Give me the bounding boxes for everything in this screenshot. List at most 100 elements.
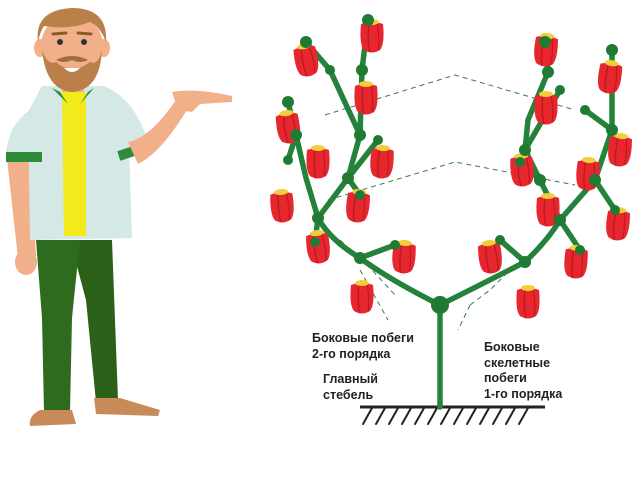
- pepper-calyx: [539, 91, 553, 97]
- gardener-cuff-left: [6, 152, 42, 162]
- pepper-crease: [386, 149, 390, 177]
- stem-node: [300, 36, 312, 48]
- pepper-body: [293, 45, 319, 77]
- pepper-crease: [377, 148, 381, 178]
- pepper-crease: [614, 136, 619, 166]
- stem-node: [495, 235, 505, 245]
- plant-shoot: [357, 255, 443, 308]
- pepper-crease: [366, 283, 370, 312]
- pepper-crease: [485, 244, 491, 274]
- pepper-body: [306, 232, 330, 264]
- red-pepper-icon: [597, 59, 623, 94]
- stem-node: [580, 105, 590, 115]
- guide-lower-left: [339, 239, 396, 296]
- ground-hatch-mark: [375, 407, 386, 425]
- plant-shoot: [592, 177, 618, 213]
- pepper-crease: [623, 137, 628, 165]
- pepper-body: [370, 147, 394, 179]
- pepper-crease: [308, 46, 316, 73]
- pepper-body: [360, 22, 384, 53]
- gardener-eye-right: [81, 39, 87, 45]
- ground-hatch-mark: [362, 407, 373, 425]
- red-pepper-icon: [270, 188, 294, 223]
- gardener-mustache: [56, 56, 88, 62]
- red-pepper-icon: [516, 285, 540, 319]
- red-pepper-icon: [392, 239, 416, 274]
- stem-node: [606, 44, 618, 56]
- label-skeletal-line-1: Боковые: [484, 340, 540, 354]
- stem-node: [515, 157, 525, 167]
- gardener-mouth: [64, 68, 80, 72]
- pepper-calyx: [481, 239, 496, 247]
- gardener-arm-right: [128, 100, 188, 164]
- ground-hatch-mark: [414, 407, 425, 425]
- pepper-crease: [399, 243, 403, 273]
- red-pepper-icon: [534, 91, 558, 125]
- gardener-collar: [52, 88, 94, 104]
- ground-hatch-mark: [518, 407, 529, 425]
- stem-node: [355, 190, 365, 200]
- stem-node: [325, 65, 335, 75]
- pepper-calyx: [541, 193, 555, 199]
- stem-node: [354, 129, 366, 141]
- pepper-calyx: [397, 239, 412, 247]
- pepper-crease: [367, 22, 371, 53]
- stem-node: [354, 252, 366, 264]
- pepper-body: [534, 94, 558, 125]
- stem-node: [310, 237, 320, 247]
- pepper-crease: [571, 248, 575, 278]
- pepper-crease: [408, 244, 412, 272]
- guide-label-skeletal: [457, 304, 471, 331]
- pepper-calyx: [355, 280, 369, 286]
- pepper-body: [350, 283, 374, 314]
- pepper-crease: [321, 233, 327, 261]
- pepper-crease: [322, 148, 326, 177]
- gardener-leg-back: [70, 240, 118, 402]
- pepper-body: [306, 148, 330, 179]
- pepper-calyx: [309, 229, 324, 237]
- pepper-body: [608, 135, 632, 167]
- pepper-crease: [550, 94, 554, 123]
- gardener-face: [41, 14, 103, 78]
- pepper-calyx: [375, 144, 390, 152]
- gardener-arm-left: [6, 150, 36, 258]
- stem-node: [555, 85, 565, 95]
- stem-node: [610, 205, 620, 215]
- red-pepper-icon: [306, 145, 330, 179]
- gardener-leg-front: [36, 240, 80, 412]
- pepper-crease: [370, 84, 374, 113]
- gardener-hand-left: [15, 249, 37, 275]
- red-pepper-icon: [370, 144, 394, 179]
- stem-node: [282, 96, 294, 108]
- label-main-stem-line-2: стебель: [323, 387, 374, 402]
- stem-node: [534, 174, 546, 186]
- red-pepper-icon: [536, 193, 560, 227]
- red-pepper-icon: [608, 132, 632, 167]
- label-skeletal-line-4: 1-го порядка: [484, 386, 563, 401]
- plant-shoot: [437, 259, 528, 308]
- pepper-body: [478, 242, 502, 274]
- label-side-shoots-2nd-order: Боковые побеги 2-го порядка: [312, 331, 414, 362]
- pepper-calyx: [521, 285, 535, 291]
- gardener-brow-left: [51, 31, 68, 36]
- stem-node: [356, 64, 368, 76]
- stem-node: [554, 214, 566, 226]
- pepper-crease: [300, 47, 308, 77]
- stem-node: [312, 212, 324, 224]
- red-pepper-icon: [306, 229, 330, 264]
- label-side-shoots-line-1: Боковые побеги: [312, 331, 414, 345]
- pepper-crease: [613, 64, 618, 92]
- stem-node: [342, 172, 354, 184]
- plant-shoot: [357, 242, 398, 261]
- ground-hatch-mark: [466, 407, 477, 425]
- plant-shoot: [315, 17, 371, 221]
- plant-shoot: [345, 137, 381, 181]
- pepper-body: [354, 84, 378, 115]
- plant-shoot: [285, 99, 363, 261]
- stem-node: [373, 135, 383, 145]
- pepper-crease: [357, 283, 361, 314]
- pepper-crease: [541, 94, 545, 125]
- stem-node: [606, 124, 618, 136]
- gardener-shoe-back: [94, 398, 160, 416]
